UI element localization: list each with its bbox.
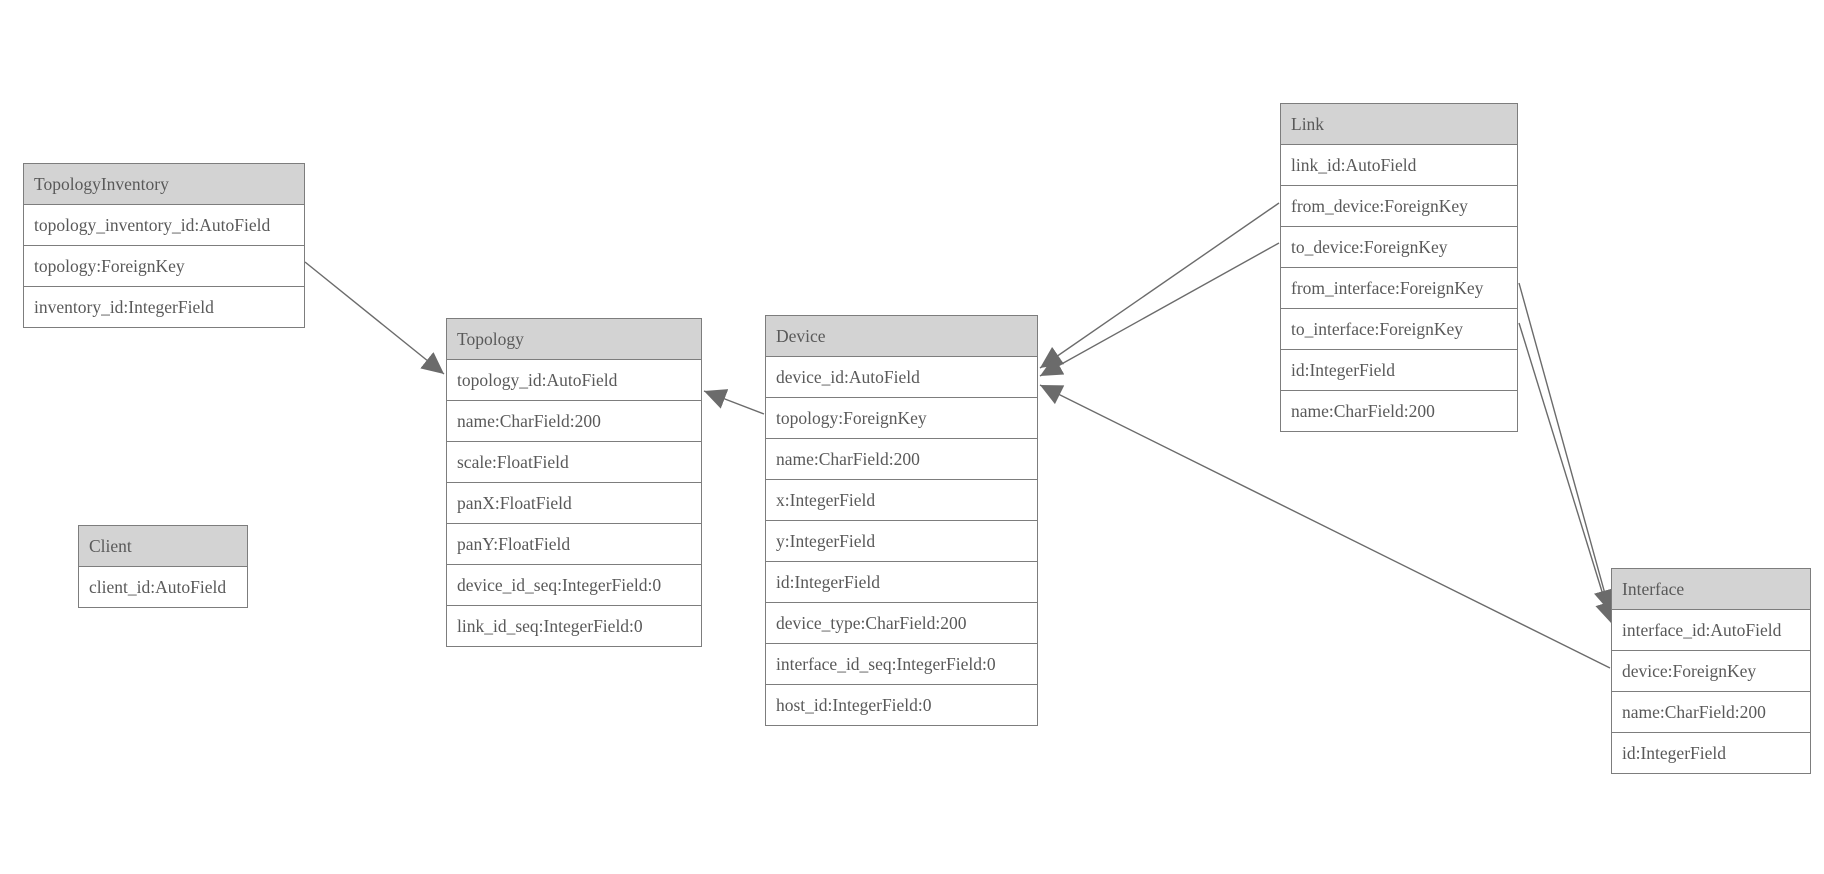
entity-field-row-interface: device:ForeignKey — [1612, 651, 1810, 692]
entity-field-row-link: name:CharField:200 — [1281, 391, 1517, 431]
edge-link-from_device-to-device — [1039, 202, 1280, 369]
entity-field-row-topology: panX:FloatField — [447, 483, 701, 524]
entity-field-row-topology-inventory: topology_inventory_id:AutoField — [24, 205, 304, 246]
entity-field-row-device: y:IntegerField — [766, 521, 1037, 562]
entity-field-row-link: link_id:AutoField — [1281, 145, 1517, 186]
entity-table-title-topology: Topology — [447, 319, 701, 360]
entity-field-row-device: host_id:IntegerField:0 — [766, 685, 1037, 725]
entity-field-row-interface: name:CharField:200 — [1612, 692, 1810, 733]
edge-topologyinventory-topology-to-topology — [304, 261, 445, 375]
edge-device-topology-to-topology — [703, 389, 765, 415]
entity-field-row-topology: device_id_seq:IntegerField:0 — [447, 565, 701, 606]
entity-field-row-topology: link_id_seq:IntegerField:0 — [447, 606, 701, 646]
entity-field-row-interface: interface_id:AutoField — [1612, 610, 1810, 651]
entity-field-row-topology-inventory: inventory_id:IntegerField — [24, 287, 304, 327]
entity-field-row-link: from_device:ForeignKey — [1281, 186, 1517, 227]
entity-table-title-interface: Interface — [1612, 569, 1810, 610]
entity-field-row-device: topology:ForeignKey — [766, 398, 1037, 439]
edge-link-to_interface-to-interface — [1518, 322, 1616, 625]
entity-field-row-link: id:IntegerField — [1281, 350, 1517, 391]
entity-field-row-client: client_id:AutoField — [79, 567, 247, 607]
entity-table-title-topology-inventory: TopologyInventory — [24, 164, 304, 205]
entity-table-title-client: Client — [79, 526, 247, 567]
entity-table-title-link: Link — [1281, 104, 1517, 145]
entity-field-row-topology-inventory: topology:ForeignKey — [24, 246, 304, 287]
entity-field-row-device: id:IntegerField — [766, 562, 1037, 603]
entity-field-row-topology: topology_id:AutoField — [447, 360, 701, 401]
entity-field-row-topology: name:CharField:200 — [447, 401, 701, 442]
entity-field-row-device: interface_id_seq:IntegerField:0 — [766, 644, 1037, 685]
entity-field-row-link: from_interface:ForeignKey — [1281, 268, 1517, 309]
entity-field-row-device: x:IntegerField — [766, 480, 1037, 521]
entity-field-row-device: device_id:AutoField — [766, 357, 1037, 398]
edge-link-from_interface-to-interface — [1518, 282, 1615, 613]
entity-table-title-device: Device — [766, 316, 1037, 357]
entity-field-row-device: name:CharField:200 — [766, 439, 1037, 480]
entity-field-row-link: to_device:ForeignKey — [1281, 227, 1517, 268]
entity-field-row-topology: scale:FloatField — [447, 442, 701, 483]
entity-field-row-interface: id:IntegerField — [1612, 733, 1810, 773]
entity-field-row-device: device_type:CharField:200 — [766, 603, 1037, 644]
entity-field-row-topology: panY:FloatField — [447, 524, 701, 565]
entity-field-row-link: to_interface:ForeignKey — [1281, 309, 1517, 350]
edge-link-to_device-to-device — [1039, 242, 1280, 377]
